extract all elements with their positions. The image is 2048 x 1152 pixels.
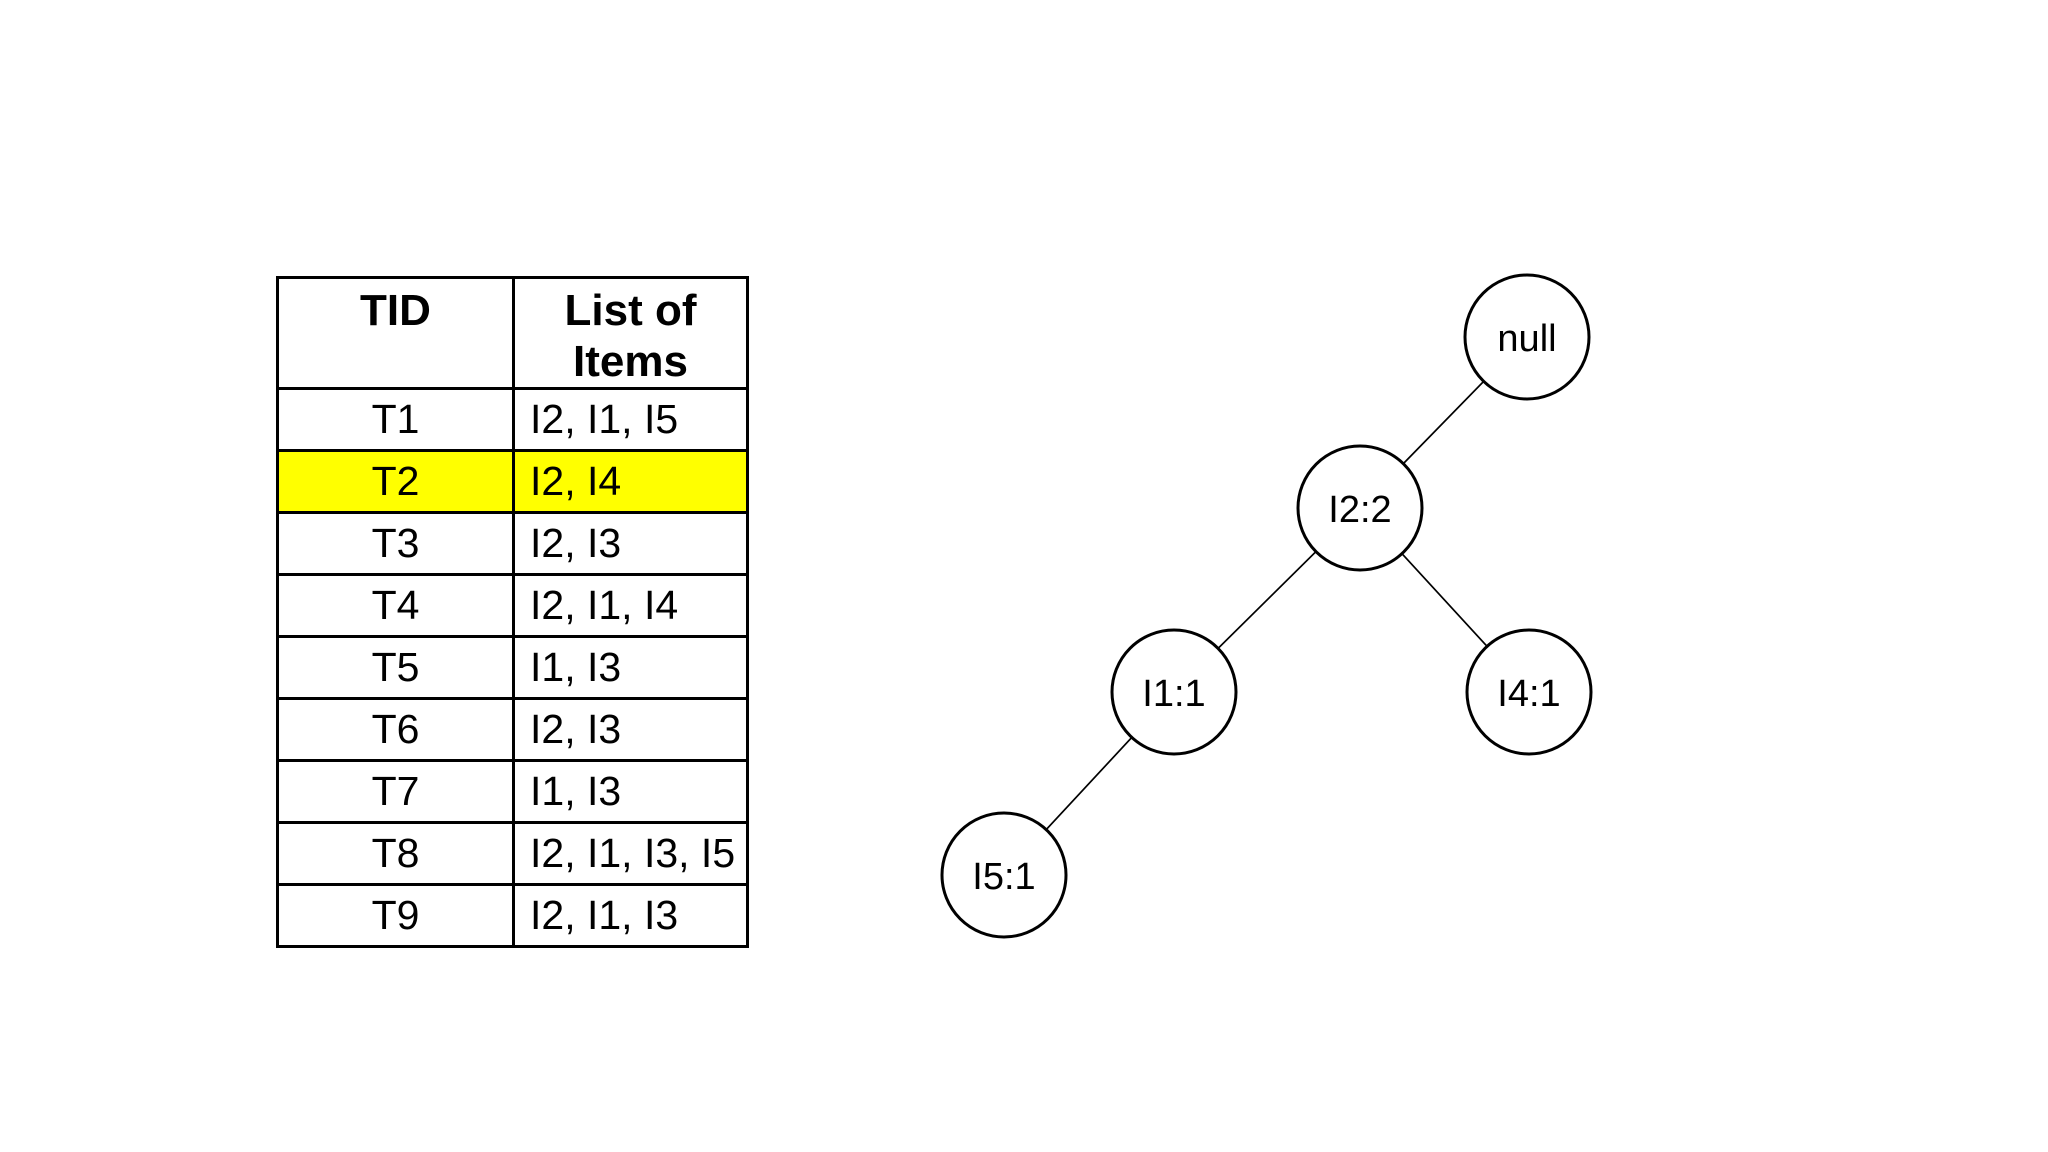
cell-tid: T5	[276, 635, 515, 701]
table-row: T4 I2, I1, I4	[276, 573, 749, 639]
node-circle	[1465, 628, 1593, 756]
cell-items: I2, I1, I3	[512, 883, 749, 949]
cell-items: I1, I3	[512, 635, 749, 701]
table-row: T5 I1, I3	[276, 635, 749, 701]
cell-items: I2, I1, I4	[512, 573, 749, 639]
cell-items: I2, I1, I3, I5	[512, 821, 749, 887]
node-circle	[1110, 628, 1238, 756]
transaction-table: TID List of Items T1 I2, I1, I5 T2 I2, I…	[276, 275, 749, 949]
table-row: T3 I2, I3	[276, 511, 749, 577]
cell-tid: T9	[276, 883, 515, 949]
tree-node-i1: I1:1	[1110, 628, 1238, 756]
cell-tid: T1	[276, 387, 515, 453]
table-row: T9 I2, I1, I3	[276, 883, 749, 949]
column-header-list-of-items: List of Items	[512, 275, 749, 391]
cell-tid: T2	[276, 449, 515, 515]
node-label: I5:1	[972, 856, 1035, 898]
tree-node-i5: I5:1	[940, 811, 1068, 939]
node-circle	[1463, 273, 1591, 401]
tree-edges	[1003, 336, 1530, 876]
column-header-tid: TID	[276, 275, 515, 391]
cell-tid: T4	[276, 573, 515, 639]
node-label: I1:1	[1142, 673, 1205, 715]
cell-items: I1, I3	[512, 759, 749, 825]
node-label: I2:2	[1328, 489, 1391, 531]
table-row: T7 I1, I3	[276, 759, 749, 825]
cell-items: I2, I4	[512, 449, 749, 515]
cell-items: I2, I1, I5	[512, 387, 749, 453]
cell-items: I2, I3	[512, 511, 749, 577]
node-label: null	[1497, 318, 1556, 360]
tree-node-i4: I4:1	[1465, 628, 1593, 756]
node-label: I4:1	[1497, 673, 1560, 715]
node-circle	[940, 811, 1068, 939]
cell-tid: T7	[276, 759, 515, 825]
cell-tid: T6	[276, 697, 515, 763]
table-row-highlighted: T2 I2, I4	[276, 449, 749, 515]
table-header-row: TID List of Items	[276, 275, 749, 391]
node-circle	[1296, 444, 1424, 572]
table-row: T1 I2, I1, I5	[276, 387, 749, 453]
tree-node-null: null	[1463, 273, 1591, 401]
table-row: T8 I2, I1, I3, I5	[276, 821, 749, 887]
tree-node-i2: I2:2	[1296, 444, 1424, 572]
cell-tid: T8	[276, 821, 515, 887]
cell-tid: T3	[276, 511, 515, 577]
cell-items: I2, I3	[512, 697, 749, 763]
table-row: T6 I2, I3	[276, 697, 749, 763]
